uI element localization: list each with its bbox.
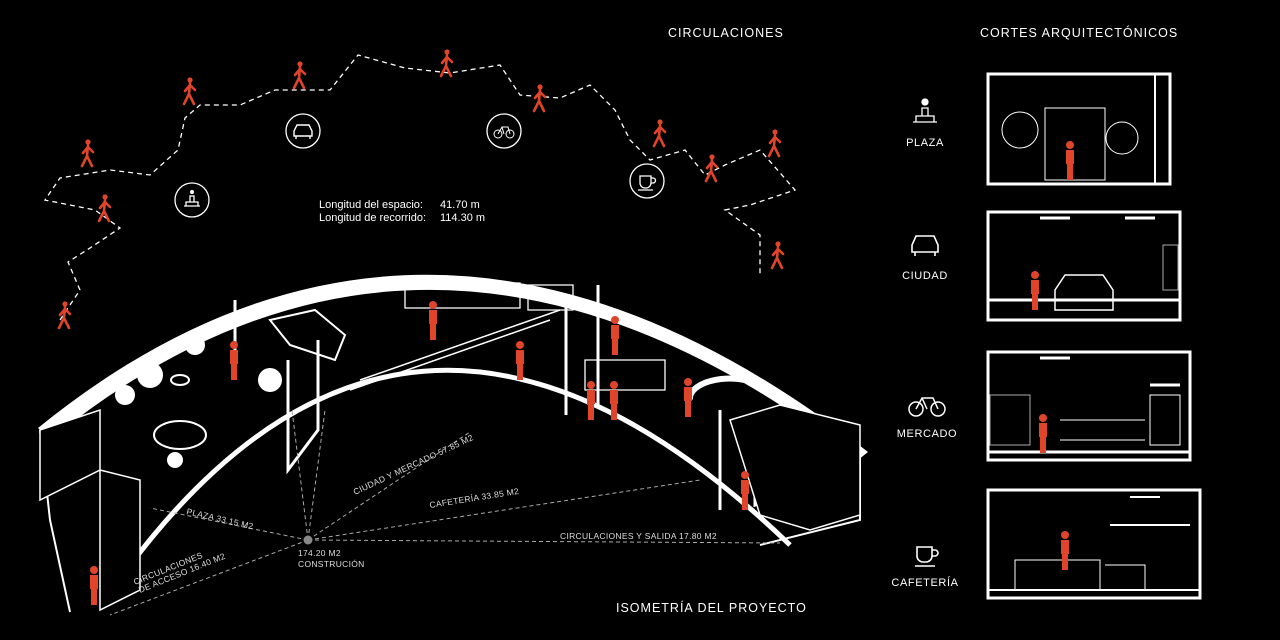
plaza-area: PLAZA 33.15 M2 [186, 506, 255, 531]
area-radials [109, 409, 781, 616]
isometria-title: ISOMETRÍA DEL PROYECTO [616, 600, 807, 615]
total-area-value: 174.20 M2 [298, 548, 341, 558]
car-icon [285, 113, 321, 149]
section-label: PLAZA [906, 137, 944, 149]
coffee-cup-icon [915, 546, 939, 567]
espacio-value: 41.70 m [440, 199, 480, 211]
cafeteria-area: CAFETERÍA 33.85 M2 [429, 486, 520, 510]
section-label: CIUDAD [902, 270, 948, 282]
section-ciudad: CIUDAD [902, 210, 1182, 322]
recorrido-label: Longitud de recorrido: [319, 212, 426, 224]
section-plaza: PLAZA [906, 72, 1172, 186]
cortes-title: CORTES ARQUITECTÓNICOS [980, 25, 1178, 40]
circulation-route [43, 54, 797, 321]
section-label: CAFETERÍA [891, 576, 958, 589]
espacio-label: Longitud del espacio: [319, 199, 423, 211]
fountain-icon [174, 182, 210, 218]
ciudad-mercado-area: CIUDAD Y MERCADO 57.85 M2 [352, 432, 475, 497]
section-mercado: MERCADO [897, 350, 1192, 462]
section-label: MERCADO [897, 428, 957, 440]
bicycle-icon [486, 113, 522, 149]
bicycle-icon [908, 397, 946, 417]
total-area-label: CONSTRUCIÓN [298, 559, 365, 569]
section-cafeteria: CAFETERÍA [891, 488, 1202, 600]
car-icon [911, 235, 939, 256]
fountain-icon [913, 98, 937, 123]
center-point [303, 535, 313, 545]
isometric-plan [38, 274, 868, 613]
recorrido-value: 114.30 m [440, 212, 485, 224]
circulaciones-title: CIRCULACIONES [668, 26, 784, 40]
salida-area: CIRCULACIONES Y SALIDA 17.80 M2 [560, 531, 717, 541]
coffee-cup-icon [629, 163, 665, 199]
